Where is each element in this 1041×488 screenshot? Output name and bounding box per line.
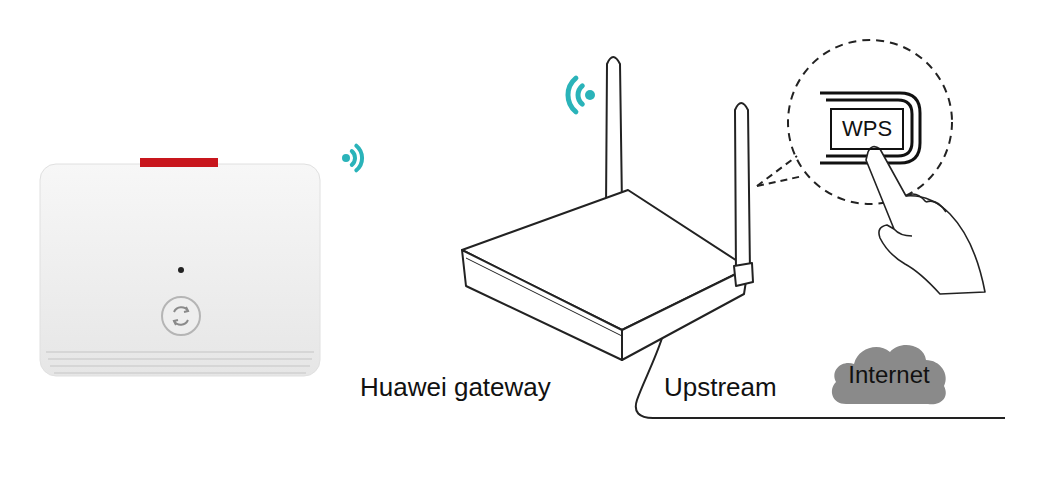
wps-button: WPS [830, 108, 904, 150]
finger-line [894, 229, 912, 236]
antenna [606, 57, 622, 208]
antenna [735, 103, 750, 275]
router-front [462, 250, 622, 360]
upstream-cable [636, 338, 1005, 418]
vent-line [50, 365, 310, 367]
device-label: Huawei gateway [360, 372, 551, 402]
router [462, 57, 753, 360]
device-body [40, 164, 320, 376]
wifi-arc [356, 146, 362, 171]
cloud-outline [832, 345, 946, 404]
callout-circle [788, 40, 952, 204]
wifi-extender [40, 158, 320, 376]
wifi-icon [342, 146, 362, 171]
sync-icon [174, 307, 188, 312]
sync-icon [174, 320, 178, 325]
finger-line [906, 194, 926, 202]
hand [866, 147, 985, 294]
vent-line [46, 351, 314, 353]
vent-line [54, 372, 306, 374]
router-side [622, 268, 748, 360]
callout-tail [757, 156, 797, 186]
sync-icon [184, 307, 188, 312]
internet-cloud: Internet [828, 334, 950, 406]
pair-button [162, 297, 200, 335]
hand-outline [866, 147, 985, 294]
antenna-base [734, 263, 753, 286]
cable-label: Upstream [664, 372, 777, 402]
vent-line [48, 358, 312, 360]
button-housing [826, 100, 912, 156]
finger-line [926, 201, 946, 212]
wifi-dot [585, 90, 595, 100]
node-text: WPS [842, 116, 892, 142]
callout-tail [757, 176, 803, 186]
wifi-arc [578, 86, 582, 104]
wifi-arc [352, 151, 355, 165]
status-dot [178, 267, 184, 273]
indicator-bar [140, 158, 218, 167]
router-edge [466, 258, 622, 336]
wifi-dot [342, 154, 350, 162]
wifi-icon [568, 78, 595, 112]
node-text: Internet [848, 361, 929, 389]
wifi-arc [568, 78, 576, 112]
sync-icon [174, 320, 188, 325]
